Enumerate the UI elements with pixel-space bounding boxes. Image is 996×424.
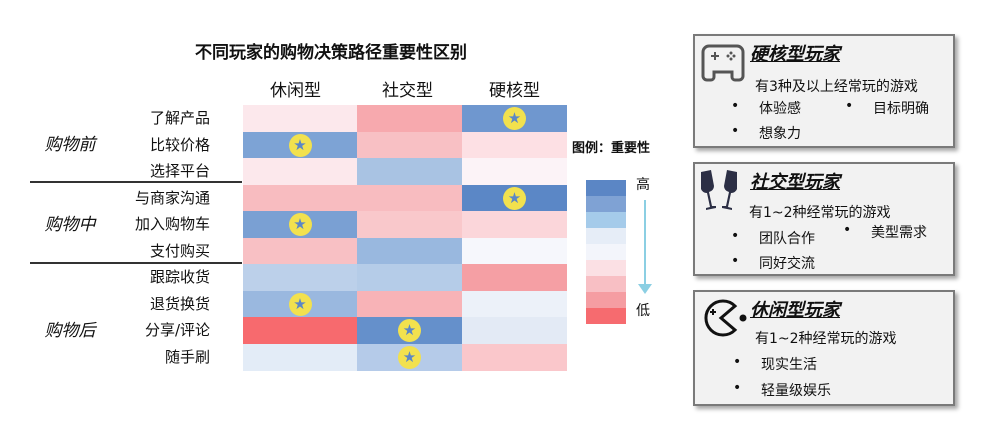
heatmap-cell bbox=[462, 264, 567, 291]
heatmap-cell bbox=[462, 211, 567, 238]
row-label: 支付购买 bbox=[149, 241, 210, 260]
card-hardcore: 硬核型玩家 有3种及以上经常玩的游戏 体验感 目标明确 想象力 bbox=[693, 34, 955, 148]
bullet: 团队合作 bbox=[731, 228, 815, 248]
heatmap-cell bbox=[357, 290, 462, 318]
heatmap-cell: ★ bbox=[462, 105, 567, 132]
row-label: 选择平台 bbox=[149, 162, 210, 180]
legend-swatch bbox=[586, 228, 626, 244]
heatmap-cell bbox=[243, 105, 357, 132]
bullet: 美型需求 bbox=[843, 222, 927, 242]
star-icon: ★ bbox=[288, 292, 312, 316]
heatmap-cell: ★ bbox=[243, 131, 357, 159]
card-subtitle: 有3种及以上经常玩的游戏 bbox=[755, 79, 918, 95]
row-label: 跟踪收货 bbox=[149, 268, 210, 286]
heatmap-cell bbox=[243, 343, 357, 371]
row-label: 比较价格 bbox=[149, 135, 210, 154]
legend-swatch bbox=[586, 276, 626, 292]
row-label: 分享/评论 bbox=[144, 321, 210, 339]
group-label: 购物后 bbox=[44, 321, 96, 341]
heatmap-cell bbox=[243, 184, 357, 212]
legend-swatch bbox=[586, 180, 626, 196]
bullet: 目标明确 bbox=[845, 98, 929, 118]
heatmap-cell bbox=[243, 264, 357, 291]
star-icon: ★ bbox=[503, 107, 526, 130]
card-social: 社交型玩家 有1~2种经常玩的游戏 团队合作 美型需求 同好交流 bbox=[693, 162, 955, 276]
group-divider bbox=[30, 181, 242, 183]
bullet: 现实生活 bbox=[733, 354, 817, 374]
group-divider bbox=[30, 262, 242, 264]
legend-swatch bbox=[586, 196, 626, 212]
heatmap-cell: ★ bbox=[243, 290, 357, 318]
card-title: 社交型玩家 bbox=[750, 172, 840, 193]
heatmap-cell bbox=[462, 290, 567, 318]
heatmap-cell bbox=[243, 317, 357, 344]
bullet: 体验感 bbox=[731, 98, 801, 118]
row-label: 了解产品 bbox=[149, 109, 210, 127]
heatmap-cell: ★ bbox=[462, 184, 567, 212]
star-icon: ★ bbox=[288, 133, 312, 157]
heatmap-cell bbox=[462, 343, 567, 371]
legend-scale bbox=[586, 180, 626, 324]
legend-low-label: 低 bbox=[636, 303, 650, 319]
heatmap-cell bbox=[243, 158, 357, 185]
heatmap-cell bbox=[357, 131, 462, 159]
heatmap: ★ ★ ★ ★ ★ ★ ★ bbox=[243, 105, 567, 371]
bullet: 想象力 bbox=[731, 123, 801, 143]
row-label: 与商家沟通 bbox=[134, 188, 210, 207]
legend-swatch bbox=[586, 292, 626, 308]
heatmap-cell: ★ bbox=[357, 343, 462, 371]
card-casual: 休闲型玩家 有1~2种经常玩的游戏 现实生活 轻量级娱乐 bbox=[693, 290, 955, 406]
bullet: 轻量级娱乐 bbox=[733, 380, 831, 400]
heatmap-cell: ★ bbox=[357, 317, 462, 344]
arrow-down-icon bbox=[644, 200, 646, 286]
arrowhead-icon bbox=[638, 284, 652, 294]
legend-title: 图例：重要性 bbox=[572, 141, 651, 156]
heatmap-cell: ★ bbox=[243, 211, 357, 238]
heatmap-cell bbox=[462, 158, 567, 185]
heatmap-cell bbox=[357, 184, 462, 212]
heatmap-cell bbox=[357, 264, 462, 291]
card-title: 休闲型玩家 bbox=[750, 300, 840, 321]
heatmap-cell bbox=[357, 211, 462, 238]
card-subtitle: 有1~2种经常玩的游戏 bbox=[749, 205, 891, 221]
group-label: 购物中 bbox=[44, 215, 96, 235]
card-subtitle: 有1~2种经常玩的游戏 bbox=[755, 331, 897, 347]
legend-high-label: 高 bbox=[636, 177, 650, 193]
legend-swatch bbox=[586, 244, 626, 260]
gamepad-icon bbox=[701, 44, 745, 82]
legend-swatch bbox=[586, 212, 626, 228]
star-icon: ★ bbox=[398, 345, 421, 369]
chart-title: 不同玩家的购物决策路径重要性区别 bbox=[195, 43, 467, 63]
bullet: 同好交流 bbox=[731, 253, 815, 273]
column-header: 休闲型 bbox=[270, 81, 321, 101]
heatmap-cell bbox=[462, 317, 567, 344]
heatmap-cell bbox=[357, 105, 462, 132]
legend-swatch bbox=[586, 308, 626, 324]
column-header: 社交型 bbox=[382, 81, 433, 101]
heatmap-cell bbox=[357, 158, 462, 185]
legend-swatch bbox=[586, 260, 626, 276]
pacman-icon bbox=[704, 299, 747, 337]
row-label: 加入购物车 bbox=[134, 215, 210, 233]
row-label: 随手刷 bbox=[164, 347, 210, 366]
heatmap-cell bbox=[243, 237, 357, 265]
group-label: 购物前 bbox=[44, 135, 96, 155]
heatmap-cell bbox=[462, 237, 567, 265]
heatmap-cell bbox=[357, 237, 462, 265]
heatmap-cell bbox=[462, 131, 567, 159]
star-icon: ★ bbox=[398, 319, 421, 342]
star-icon: ★ bbox=[503, 186, 526, 210]
champagne-glasses-icon bbox=[701, 170, 737, 210]
column-header: 硬核型 bbox=[489, 81, 540, 101]
card-title: 硬核型玩家 bbox=[750, 44, 840, 65]
row-label: 退货换货 bbox=[149, 294, 210, 313]
star-icon: ★ bbox=[288, 213, 312, 236]
